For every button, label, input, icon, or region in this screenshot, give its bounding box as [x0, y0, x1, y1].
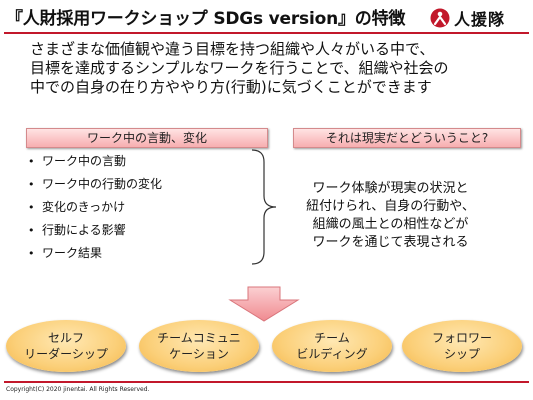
oval-label: チーム ビルディング: [296, 331, 368, 361]
list-item: • ワーク中の行動の変化: [28, 173, 162, 196]
list-item: • ワーク中の言動: [28, 150, 162, 173]
oval-team-building: チーム ビルディング: [272, 320, 392, 372]
oval-self-leadership: セルフ リーダーシップ: [6, 320, 126, 372]
slide-title: 『人財採用ワークショップ SDGs version』の特徴: [6, 9, 406, 29]
down-arrow-icon: [228, 286, 300, 322]
list-item-label: 行動による影響: [42, 223, 126, 237]
bullet-icon: •: [28, 224, 35, 237]
list-item-label: 変化のきっかけ: [42, 200, 126, 214]
oval-label: フォロワー シップ: [431, 331, 492, 361]
copyright-text: Copyright(C) 2020 jinentai. All Rights R…: [6, 386, 150, 393]
intro-paragraph: さまざまな価値観や違う目標を持つ組織や人々がいる中で、 目標を達成するシンプルな…: [30, 40, 510, 97]
figure-person-icon: [430, 8, 450, 28]
right-heading-tag: それは現実だとどういうこと?: [293, 128, 521, 148]
list-item: • 変化のきっかけ: [28, 196, 162, 219]
intro-line: 目標を達成するシンプルなワークを行うことで、組織や社会の: [30, 59, 449, 77]
list-item-label: ワーク中の行動の変化: [42, 177, 163, 191]
title-divider: [4, 32, 529, 34]
logo: 人援隊: [430, 6, 505, 30]
list-item-label: ワーク中の言動: [42, 154, 127, 168]
right-curly-brace-icon: [251, 149, 277, 265]
list-item: • 行動による影響: [28, 219, 162, 242]
bullet-icon: •: [28, 178, 35, 191]
list-item: • ワーク結果: [28, 242, 162, 265]
oval-label: チームコミュニ ケーション: [157, 331, 241, 361]
list-item-label: ワーク結果: [42, 246, 103, 260]
footer-divider: [4, 381, 529, 383]
bullet-icon: •: [28, 201, 35, 214]
explanation-line: ワーク体験が現実の状況と: [312, 181, 469, 196]
explanation-line: 紐付けられ、自身の行動や、: [306, 199, 475, 214]
intro-line: 中での自身の在り方ややり方(行動)に気づくことができます: [30, 78, 432, 96]
oval-team-communication: チームコミュニ ケーション: [139, 320, 259, 372]
explanation-line: 組織の風土との相性などが: [312, 217, 469, 232]
bullet-icon: •: [28, 155, 35, 168]
bullet-icon: •: [28, 247, 35, 260]
bullet-list: • ワーク中の言動 • ワーク中の行動の変化 • 変化のきっかけ • 行動による影響 •…: [28, 150, 162, 265]
oval-followership: フォロワー シップ: [402, 320, 522, 372]
explanation-line: ワークを通じて表現される: [312, 235, 469, 250]
explanation-text: ワーク体験が現実の状況と 紐付けられ、自身の行動や、 組織の風土との相性などが …: [283, 180, 498, 252]
intro-line: さまざまな価値観や違う目標を持つ組織や人々がいる中で、: [30, 40, 435, 58]
logo-text: 人援隊: [454, 10, 506, 29]
left-heading-tag: ワーク中の言動、変化: [26, 128, 268, 148]
oval-label: セルフ リーダーシップ: [24, 331, 108, 361]
